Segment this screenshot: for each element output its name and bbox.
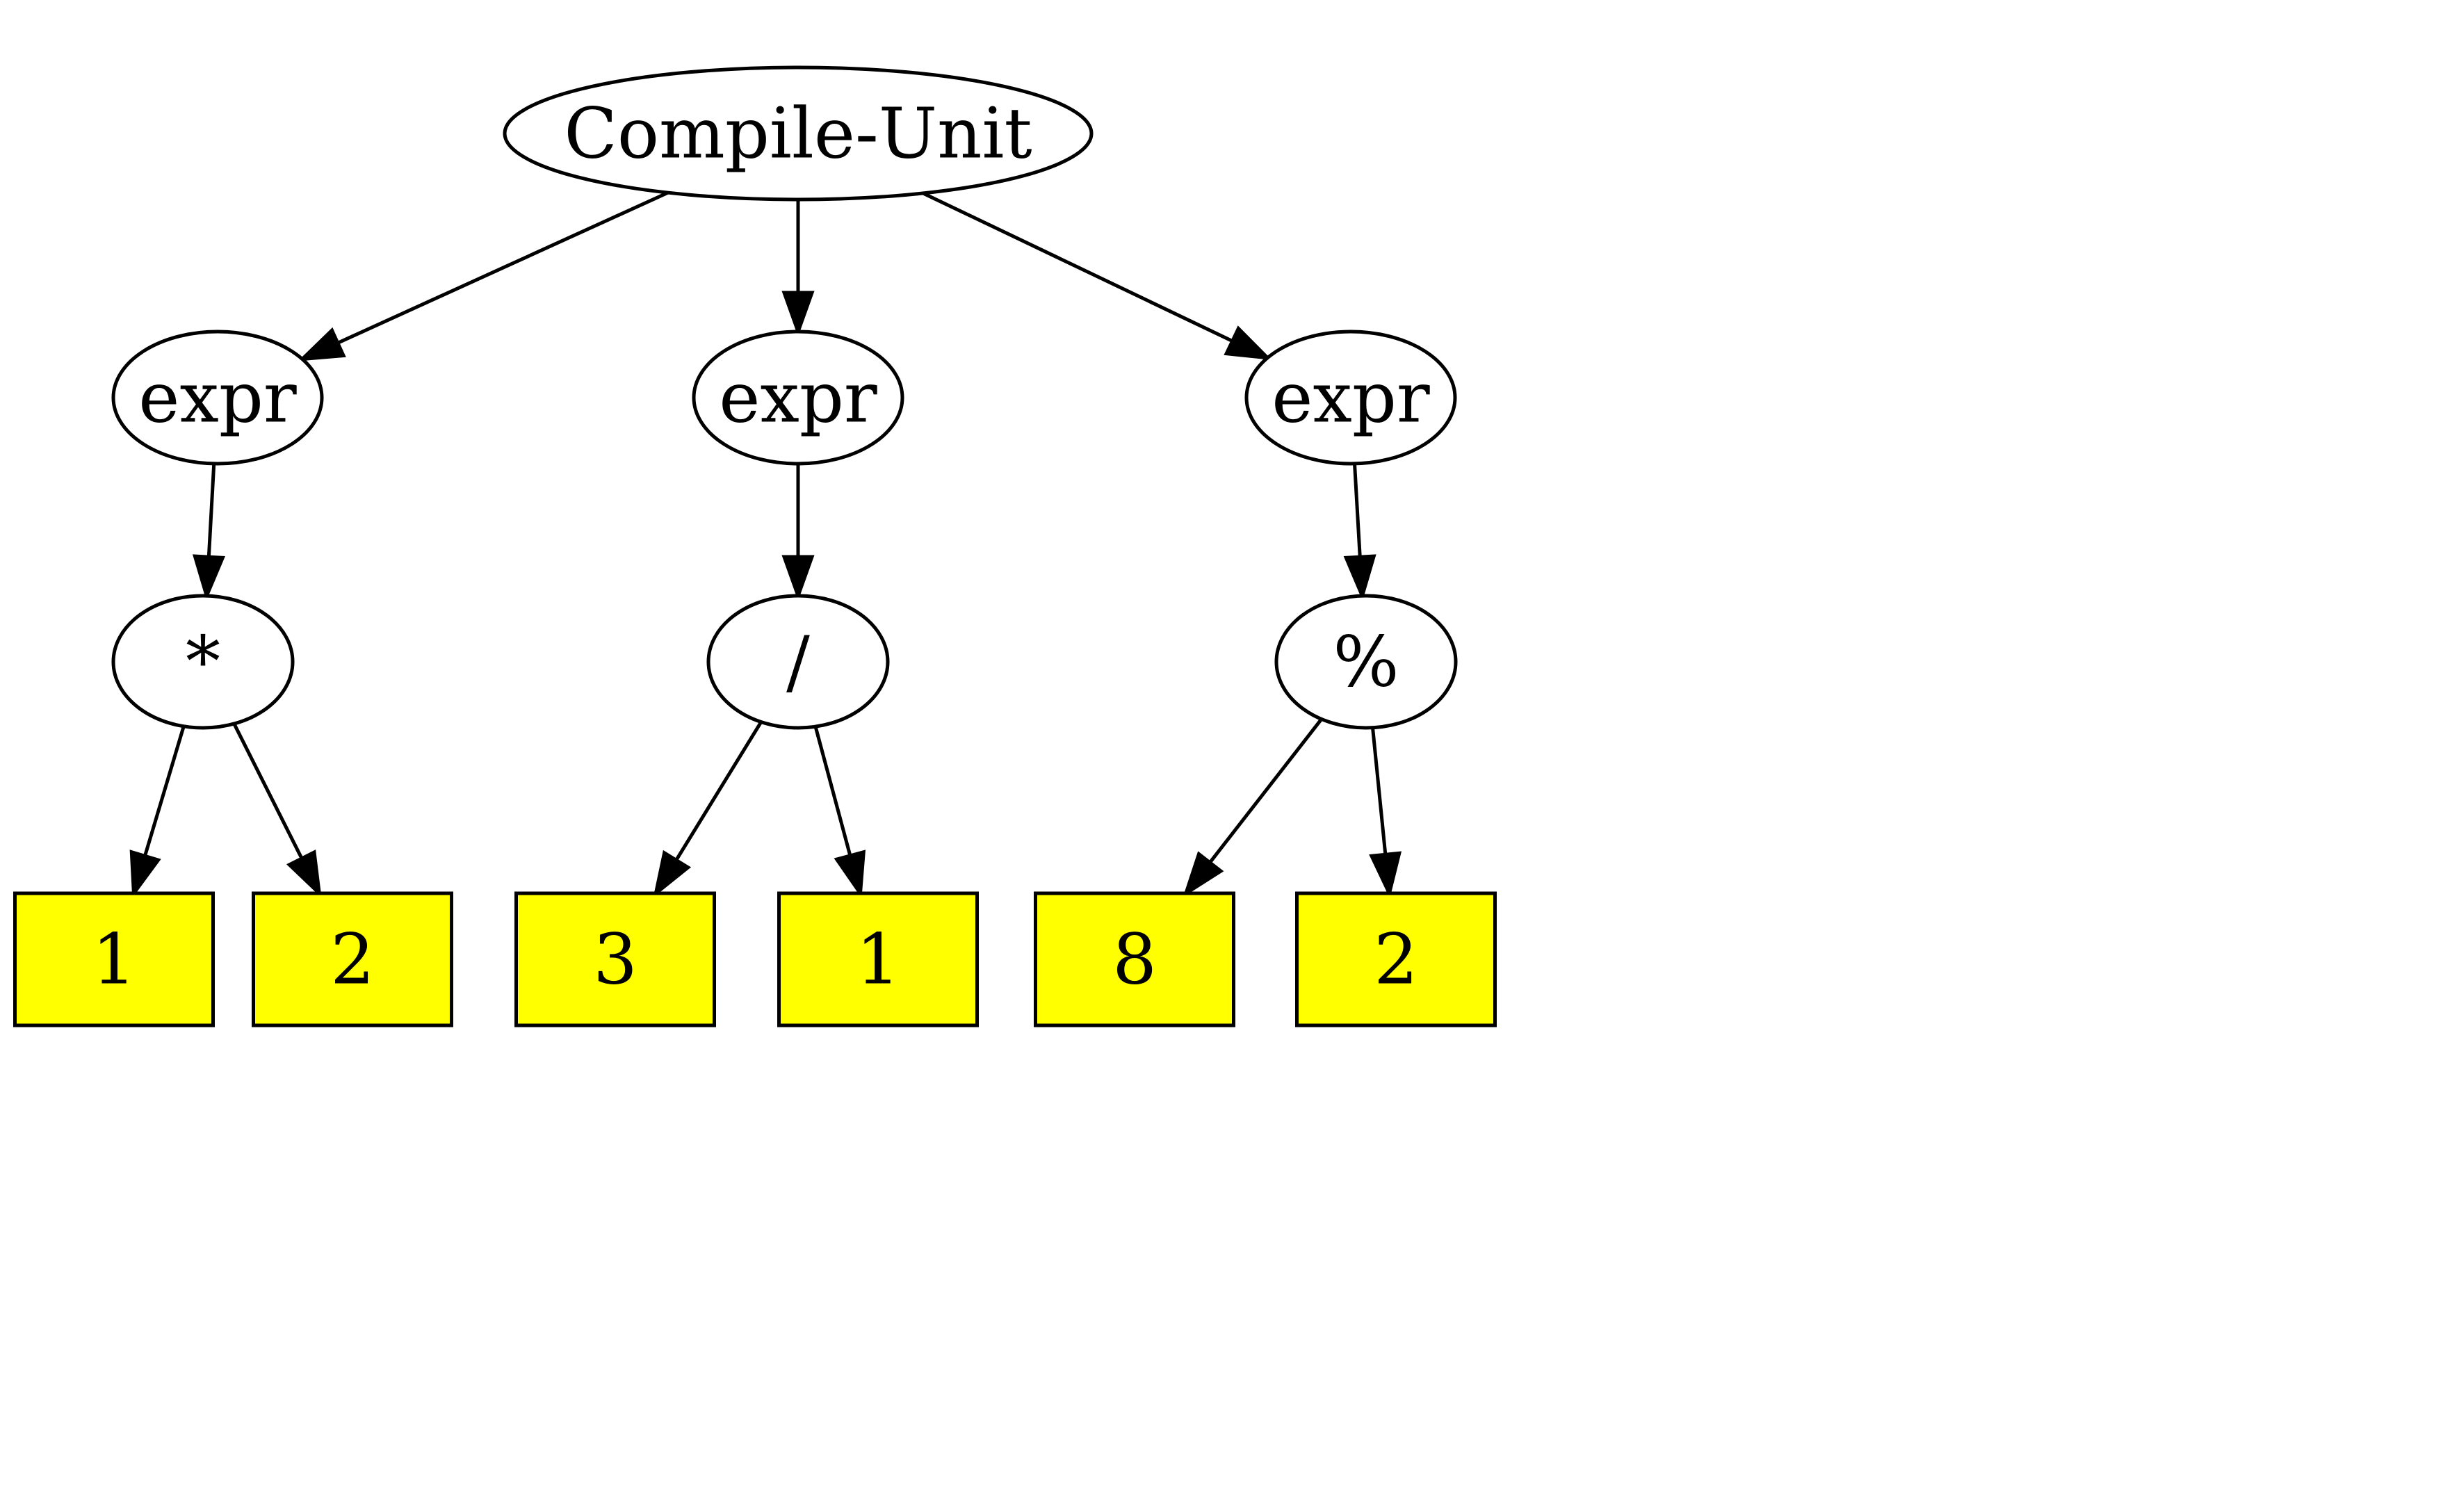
arrowhead — [1224, 325, 1272, 360]
node-label: 2 — [1374, 919, 1418, 1000]
arrowhead — [129, 850, 161, 899]
leaf-box-shape — [13, 891, 215, 1027]
edge-line — [1208, 717, 1323, 864]
node-label: 8 — [1112, 919, 1157, 1000]
leaf-box-shape — [514, 891, 716, 1027]
edge-line — [1353, 463, 1362, 558]
edges-layer — [129, 190, 1402, 899]
nodes-layer: Compile-Unit expr expr expr * /% 1 2 3 1 8 2 — [13, 65, 1497, 1027]
node-label: % — [1333, 621, 1399, 703]
arrowhead — [834, 850, 866, 899]
node-label: 1 — [92, 919, 136, 1000]
edge-op1-leaf2 — [232, 722, 322, 898]
arrowhead — [1183, 851, 1224, 897]
ellipse-node-shape — [111, 330, 324, 466]
edge-op2-leaf4 — [813, 726, 866, 899]
edge-line — [674, 721, 763, 861]
node-label: expr — [719, 357, 877, 439]
edge-line — [232, 722, 304, 860]
edge-root-expr3 — [922, 191, 1272, 360]
node-expr2: expr — [692, 330, 904, 466]
edge-expr1-op1 — [192, 463, 225, 601]
node-label: / — [786, 621, 810, 703]
leaf-box-shape — [777, 891, 979, 1027]
edge-root-expr2 — [781, 200, 815, 337]
node-label: Compile-Unit — [564, 93, 1032, 174]
ellipse-node-shape — [503, 65, 1094, 202]
arrowhead — [192, 554, 225, 601]
node-leaf2: 2 — [252, 891, 453, 1027]
edge-expr3-op3 — [1343, 463, 1376, 601]
node-leaf3: 3 — [514, 891, 716, 1027]
edge-op3-leaf6 — [1369, 727, 1402, 899]
edge-root-expr1 — [298, 190, 669, 361]
arrowhead — [286, 850, 322, 898]
ellipse-node-shape — [692, 330, 904, 466]
leaf-box-shape — [1295, 891, 1497, 1027]
node-label: expr — [138, 357, 297, 439]
ellipse-node-shape — [1244, 330, 1457, 466]
node-label: * — [186, 621, 220, 703]
edge-line — [813, 726, 852, 856]
node-expr3: expr — [1244, 330, 1457, 466]
node-op2: / — [706, 594, 890, 730]
edge-line — [922, 191, 1233, 343]
edge-line — [1371, 727, 1388, 855]
edge-line — [206, 463, 216, 558]
node-leaf1: 1 — [13, 891, 215, 1027]
node-leaf4: 1 — [777, 891, 979, 1027]
arrowhead — [1369, 851, 1402, 899]
arrowhead — [298, 327, 346, 361]
edge-line — [143, 726, 186, 857]
node-op1: * — [111, 594, 295, 730]
node-leaf6: 2 — [1295, 891, 1497, 1027]
ellipse-node-shape — [111, 594, 295, 730]
node-expr1: expr — [111, 330, 324, 466]
node-leaf5: 8 — [1034, 891, 1235, 1027]
node-label: 1 — [856, 919, 900, 1000]
arrowhead — [1343, 554, 1376, 601]
node-op3: % — [1274, 594, 1458, 730]
node-label: 3 — [593, 919, 637, 1000]
node-label: 2 — [330, 919, 375, 1000]
arrowhead — [781, 555, 815, 601]
arrowhead — [653, 850, 692, 898]
leaf-box-shape — [252, 891, 453, 1027]
leaf-box-shape — [1034, 891, 1235, 1027]
edge-op2-leaf3 — [653, 721, 763, 898]
edge-op3-leaf5 — [1183, 717, 1323, 897]
edge-op1-leaf1 — [129, 726, 186, 899]
ellipse-node-shape — [1274, 594, 1458, 730]
node-root: Compile-Unit — [503, 65, 1094, 202]
edge-expr2-op2 — [781, 464, 815, 601]
node-label: expr — [1272, 357, 1430, 439]
edge-line — [336, 190, 669, 345]
ellipse-node-shape — [706, 594, 890, 730]
arrowhead — [781, 291, 815, 337]
